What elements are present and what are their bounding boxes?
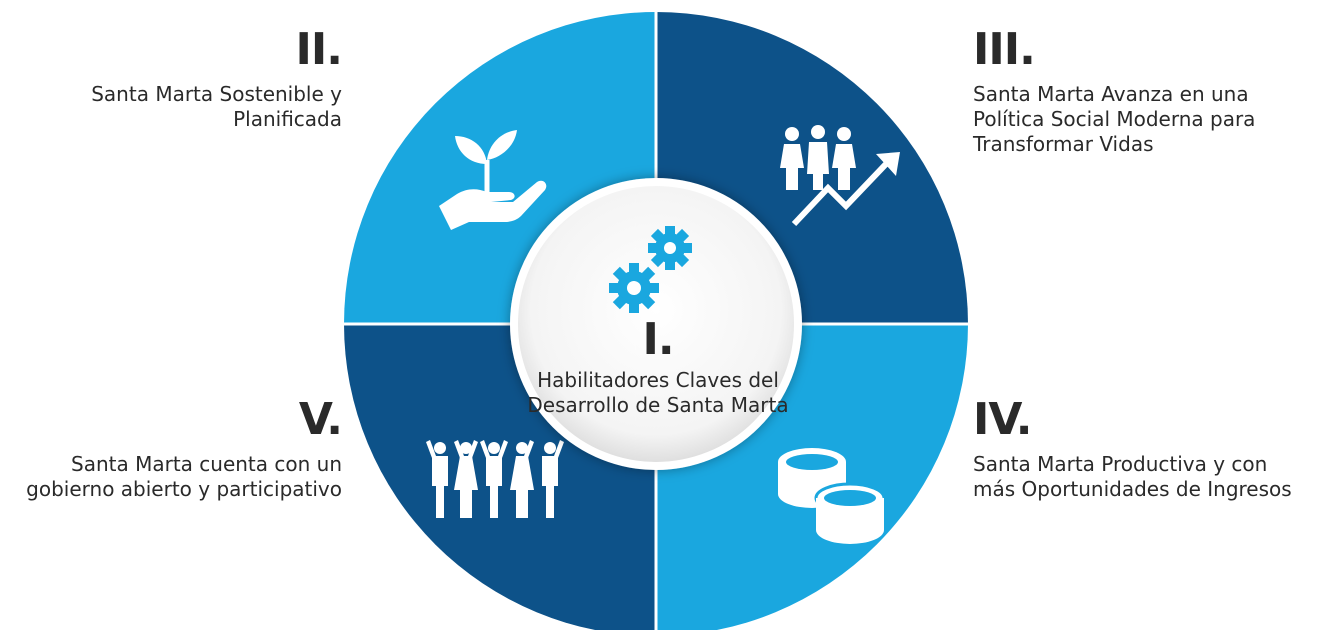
pillar-v-numeral: V. — [298, 394, 343, 445]
center-pillar: I. Habilitadores Claves del Desarrollo d… — [520, 318, 796, 418]
pillar-iv-label: Santa Marta Productiva y con más Oportun… — [973, 452, 1292, 501]
pillar-v: V. Santa Marta cuenta con un gobierno ab… — [10, 394, 343, 502]
pillar-ii: II. Santa Marta Sostenible y Planificada — [40, 24, 343, 132]
gears-icon — [609, 226, 692, 313]
pillar-iii: III. Santa Marta Avanza en una Política … — [973, 28, 1313, 157]
pillar-iii-label: Santa Marta Avanza en una Política Socia… — [973, 82, 1256, 156]
people-growth-icon — [780, 125, 900, 227]
pillars-wheel — [344, 12, 968, 630]
pillar-ii-numeral: II. — [295, 24, 343, 75]
people-group-icon — [426, 440, 564, 518]
pillar-iv-numeral: IV. — [973, 394, 1032, 445]
pillar-i-label: Habilitadores Claves del Desarrollo de S… — [527, 368, 789, 417]
pillar-iv: IV. Santa Marta Productiva y con más Opo… — [973, 398, 1303, 502]
pillar-i-numeral: I. — [642, 314, 674, 365]
pillar-v-label: Santa Marta cuenta con un gobierno abier… — [26, 452, 342, 501]
pillar-ii-label: Santa Marta Sostenible y Planificada — [91, 82, 342, 131]
coins-icon — [778, 448, 886, 544]
pillar-iii-numeral: III. — [973, 24, 1036, 75]
center-circle — [510, 178, 802, 470]
hand-plant-icon — [439, 130, 547, 230]
